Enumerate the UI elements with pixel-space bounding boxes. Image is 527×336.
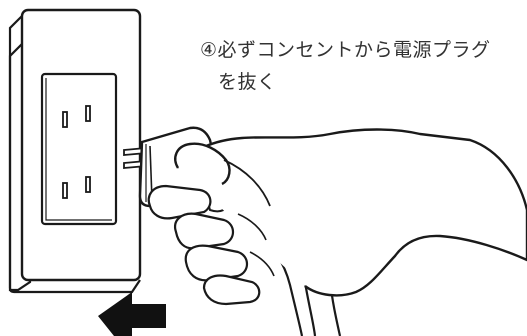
hand-icon (149, 130, 527, 305)
wall-outlet-icon (10, 10, 140, 292)
instruction-line-1: ④必ずコンセントから電源プラグ (200, 34, 520, 66)
instruction-line-2: を抜く (200, 66, 520, 98)
instruction-text: ④必ずコンセントから電源プラグ を抜く (200, 34, 520, 98)
left-arrow-icon (98, 292, 166, 336)
